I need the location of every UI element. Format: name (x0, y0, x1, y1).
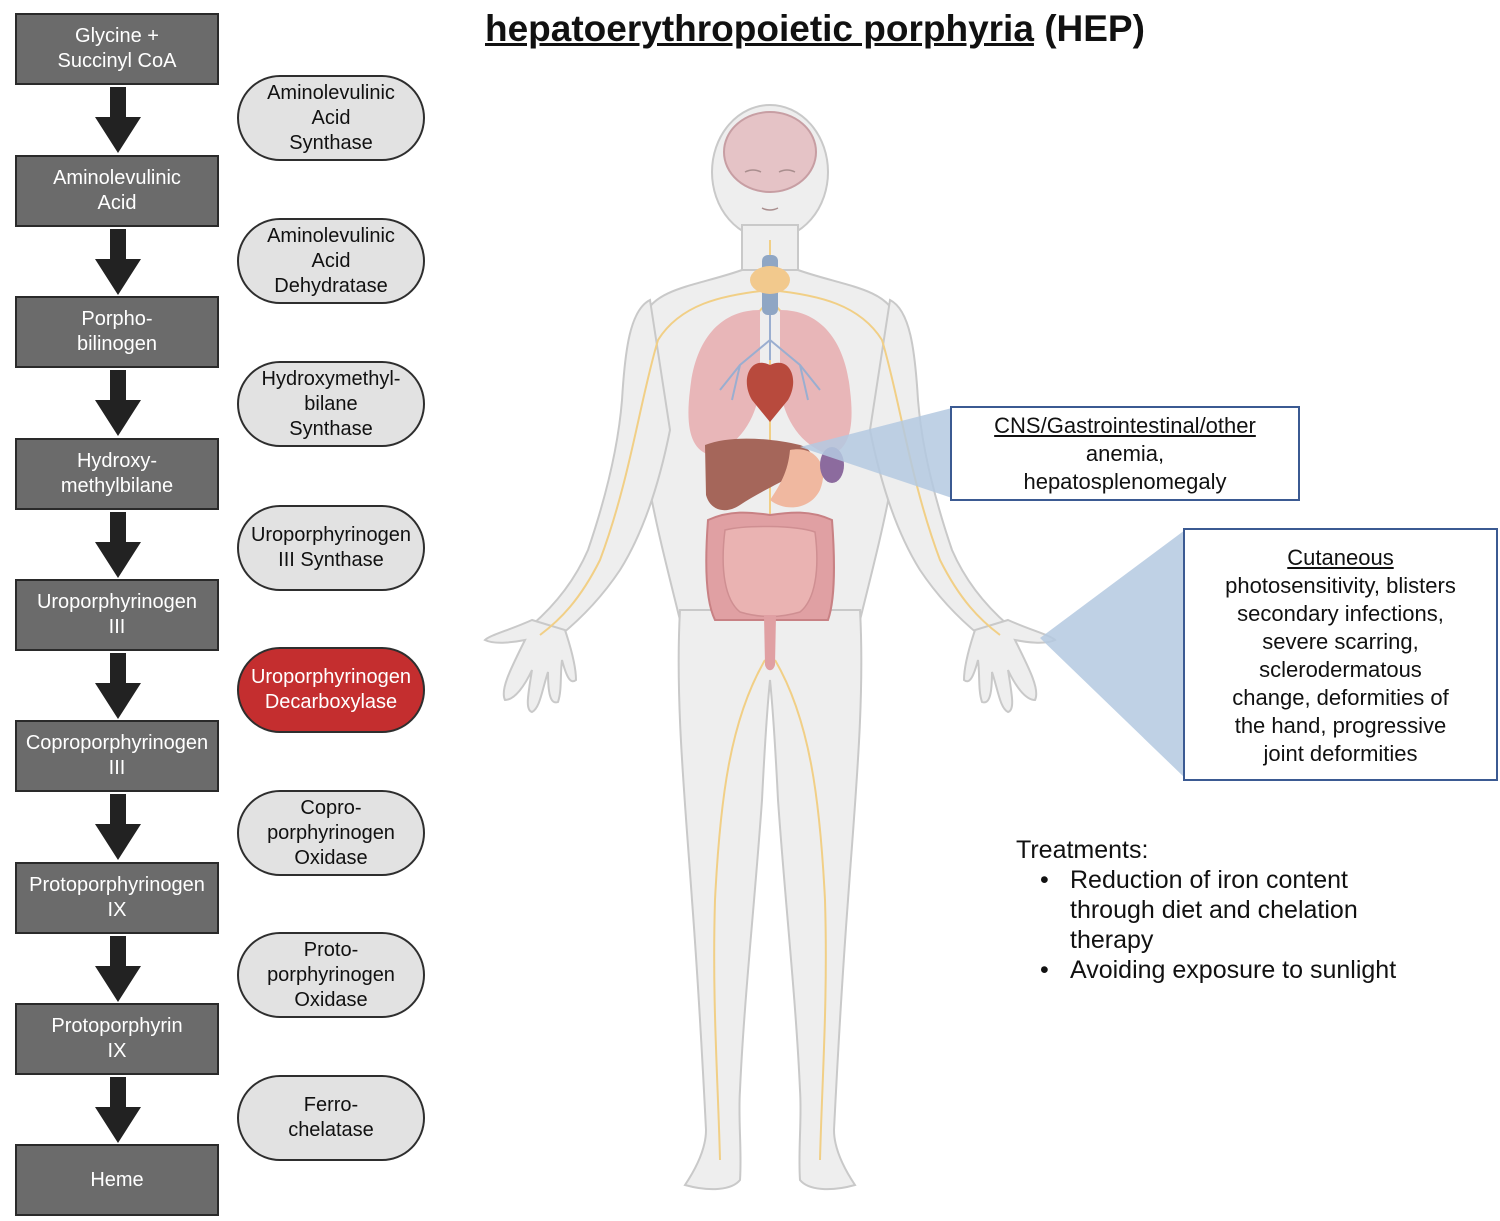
down-arrow-icon (95, 229, 141, 295)
page-title: hepatoerythropoietic porphyria (HEP) (485, 8, 1145, 50)
step-label: Protoporphyrinogen IX (29, 874, 205, 921)
treatments-heading: Treatments: (1016, 836, 1149, 864)
down-arrow-icon (95, 794, 141, 860)
heart-icon (746, 362, 794, 422)
human-body-illustration (483, 104, 1057, 1191)
pathway-step-aminolevulinic-acid: Aminolevulinic Acid (15, 155, 219, 227)
step-label: Heme (90, 1168, 144, 1191)
treatment-text: Reduction of iron content through diet a… (1070, 866, 1358, 954)
step-label: Porpho- bilinogen (76, 308, 158, 355)
pathway-step-heme: Heme (15, 1144, 219, 1216)
down-arrow-icon (95, 936, 141, 1002)
enzyme-label: Aminolevulinic Acid Synthase (267, 81, 395, 154)
step-label: Protoporphyrin IX (51, 1015, 183, 1062)
enzyme-label: Proto- porphyrinogen Oxidase (267, 938, 395, 1011)
pathway-step-protoporphyrinogen-ix: Protoporphyrinogen IX (15, 862, 219, 934)
liver-icon (705, 438, 812, 511)
title-disease-name: hepatoerythropoietic porphyria (485, 8, 1034, 49)
callout-body: anemia, hepatosplenomegaly (1023, 441, 1227, 494)
enzyme-ferrochelatase: Ferro- chelatase (237, 1075, 425, 1161)
step-label: Hydroxy- methylbilane (60, 450, 174, 497)
enzyme-coproporphyrinogen-oxidase: Copro- porphyrinogen Oxidase (237, 790, 425, 876)
treatment-item: • Reduction of iron content through diet … (1040, 865, 1396, 955)
step-label: Glycine + Succinyl CoA (57, 25, 177, 72)
treatment-item: • Avoiding exposure to sunlight (1040, 955, 1397, 985)
enzyme-label: Uroporphyrinogen Decarboxylase (250, 666, 412, 713)
brain-icon (723, 111, 817, 193)
down-arrow-icon (95, 512, 141, 578)
callout-body: photosensitivity, blisters secondary inf… (1225, 573, 1456, 766)
bullet-icon: • (1040, 866, 1049, 894)
enzyme-ala-synthase: Aminolevulinic Acid Synthase (237, 75, 425, 161)
enzyme-uroporphyrinogen-iii-synthase: Uroporphyrinogen III Synthase (237, 505, 425, 591)
down-arrow-icon (95, 87, 141, 153)
down-arrow-icon (95, 370, 141, 436)
bullet-icon: • (1040, 956, 1049, 984)
small-intestine-icon (722, 525, 818, 618)
pathway-step-uroporphyrinogen-iii: Uroporphyrinogen III (15, 579, 219, 651)
enzyme-label: Uroporphyrinogen III Synthase (250, 524, 412, 571)
pathway-step-protoporphyrin-ix: Protoporphyrin IX (15, 1003, 219, 1075)
enzyme-label: Ferro- chelatase (288, 1094, 374, 1141)
title-abbreviation: (HEP) (1044, 8, 1145, 49)
enzyme-uroporphyrinogen-decarboxylase-deficient: Uroporphyrinogen Decarboxylase (237, 647, 425, 733)
step-label: Uroporphyrinogen III (36, 591, 198, 638)
face-icon (744, 169, 796, 211)
down-arrow-icon (95, 653, 141, 719)
callout-heading: Cutaneous (1287, 545, 1394, 570)
pathway-step-porphobilinogen: Porpho- bilinogen (15, 296, 219, 368)
treatment-text: Avoiding exposure to sunlight (1070, 956, 1397, 984)
pathway-step-coproporphyrinogen-iii: Coproporphyrinogen III (15, 720, 219, 792)
left-lung-icon (688, 310, 760, 455)
callout-heading: CNS/Gastrointestinal/other (994, 413, 1256, 438)
rectum-icon (764, 615, 776, 671)
cutaneous-callout: Cutaneous photosensitivity, blisters sec… (1183, 528, 1498, 781)
spleen-icon (820, 447, 844, 483)
pathway-step-glycine-succinyl-coa: Glycine + Succinyl CoA (15, 13, 219, 85)
bronchi-icon (719, 315, 821, 401)
treatments-list: • Reduction of iron content through diet … (1016, 865, 1396, 985)
enzyme-protoporphyrinogen-oxidase: Proto- porphyrinogen Oxidase (237, 932, 425, 1018)
step-label: Aminolevulinic Acid (53, 167, 181, 214)
pathway-step-hydroxymethylbilane: Hydroxy- methylbilane (15, 438, 219, 510)
enzyme-label: Aminolevulinic Acid Dehydratase (267, 224, 395, 297)
down-arrow-icon (95, 1077, 141, 1143)
cns-gastrointestinal-callout: CNS/Gastrointestinal/other anemia, hepat… (950, 406, 1300, 501)
enzyme-ala-dehydratase: Aminolevulinic Acid Dehydratase (237, 218, 425, 304)
thyroid-icon (750, 266, 790, 294)
enzyme-hydroxymethylbilane-synthase: Hydroxymethyl- bilane Synthase (237, 361, 425, 447)
treatments-section: Treatments: • Reduction of iron content t… (1016, 835, 1396, 985)
step-label: Coproporphyrinogen III (25, 732, 209, 779)
enzyme-label: Hydroxymethyl- bilane Synthase (261, 367, 401, 440)
enzyme-label: Copro- porphyrinogen Oxidase (267, 796, 395, 869)
